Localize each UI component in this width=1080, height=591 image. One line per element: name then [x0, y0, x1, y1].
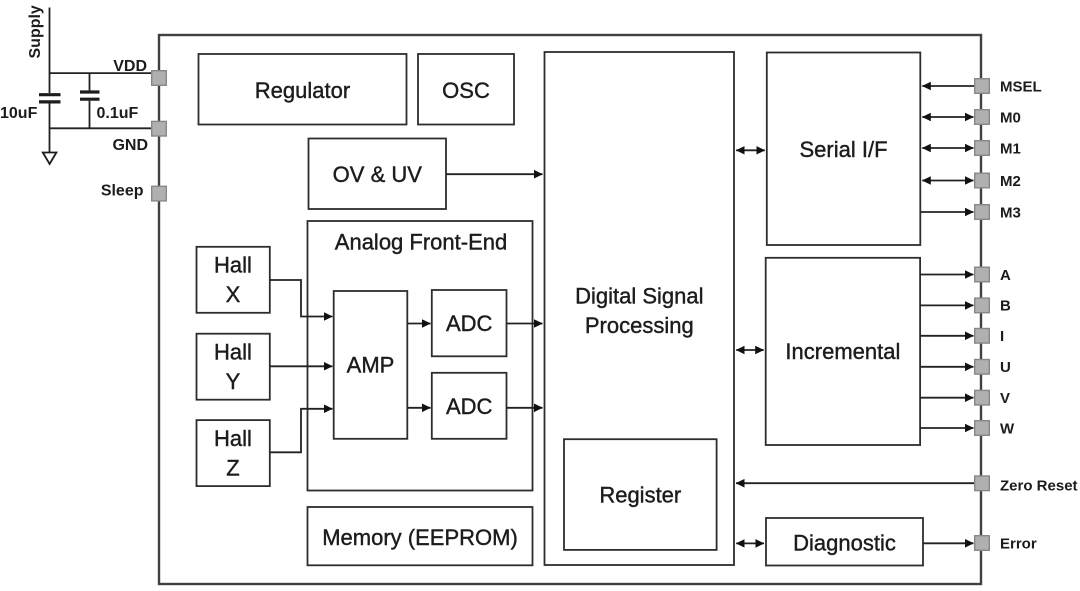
svg-text:10uF: 10uF [0, 105, 38, 122]
svg-text:M3: M3 [1000, 204, 1021, 221]
svg-text:0.1uF: 0.1uF [97, 105, 139, 122]
svg-text:Supply: Supply [27, 5, 44, 58]
svg-text:Error: Error [1000, 535, 1037, 552]
svg-text:Z: Z [226, 455, 239, 480]
svg-text:ADC: ADC [446, 394, 493, 419]
svg-text:U: U [1000, 359, 1011, 376]
svg-text:GND: GND [112, 137, 148, 154]
svg-text:Incremental: Incremental [785, 339, 900, 364]
svg-text:Hall: Hall [214, 339, 252, 364]
svg-text:Sleep: Sleep [101, 183, 144, 200]
svg-text:Diagnostic: Diagnostic [793, 531, 896, 556]
svg-text:ADC: ADC [446, 311, 493, 336]
svg-text:Regulator: Regulator [255, 78, 350, 103]
svg-text:X: X [226, 282, 241, 307]
svg-text:Digital Signal: Digital Signal [575, 284, 703, 309]
svg-text:OV & UV: OV & UV [333, 162, 423, 187]
svg-text:Zero Reset: Zero Reset [1000, 477, 1078, 494]
svg-text:V: V [1000, 390, 1010, 407]
svg-text:Hall: Hall [214, 253, 252, 278]
svg-text:Memory (EEPROM): Memory (EEPROM) [322, 525, 518, 550]
svg-text:MSEL: MSEL [1000, 78, 1042, 95]
svg-text:VDD: VDD [113, 58, 147, 75]
svg-text:M0: M0 [1000, 109, 1021, 126]
svg-text:A: A [1000, 267, 1011, 284]
svg-text:Serial I/F: Serial I/F [799, 137, 887, 162]
svg-text:OSC: OSC [442, 78, 490, 103]
svg-text:Hall: Hall [214, 426, 252, 451]
svg-text:Y: Y [226, 369, 241, 394]
svg-text:M2: M2 [1000, 173, 1021, 190]
svg-text:Register: Register [599, 483, 681, 508]
svg-text:M1: M1 [1000, 140, 1021, 157]
svg-text:B: B [1000, 298, 1011, 315]
svg-text:Processing: Processing [585, 313, 694, 338]
svg-text:I: I [1000, 328, 1004, 345]
svg-text:W: W [1000, 420, 1015, 437]
svg-text:AMP: AMP [347, 353, 395, 378]
svg-text:Analog Front-End: Analog Front-End [335, 230, 507, 255]
